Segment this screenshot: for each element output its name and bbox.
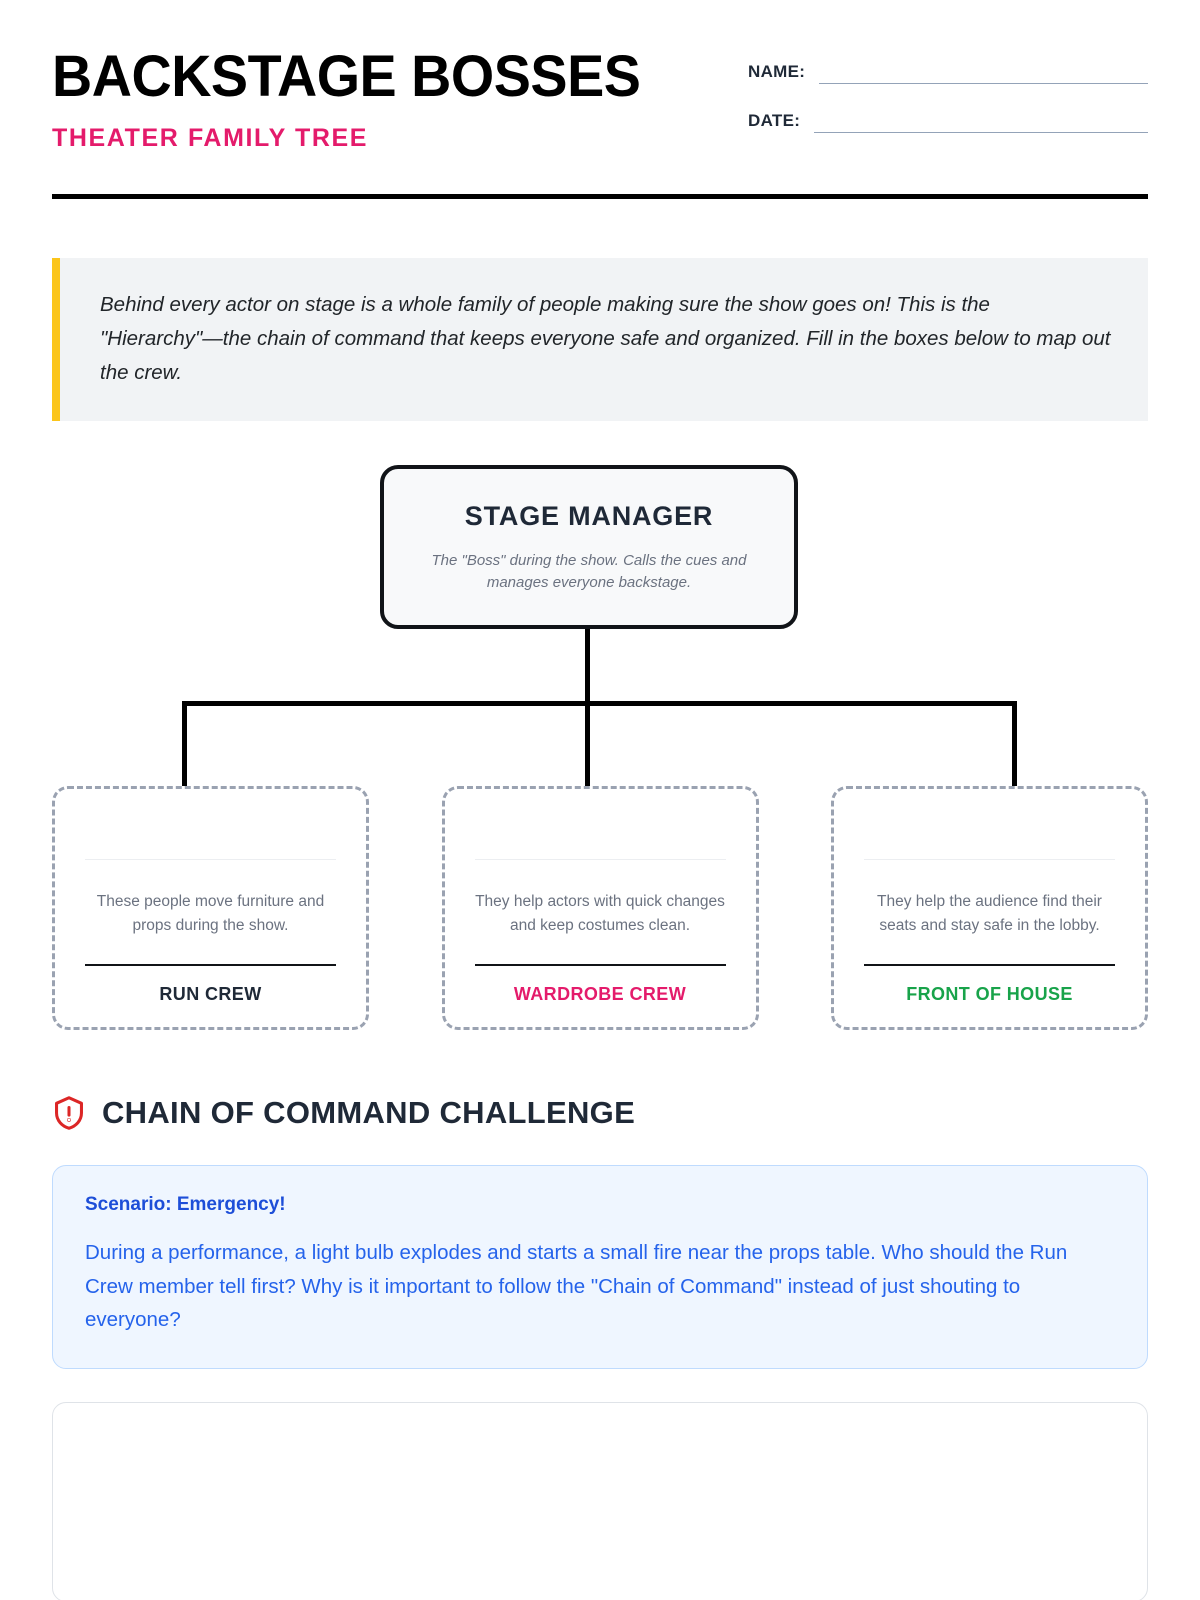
org-chart: STAGE MANAGER The "Boss" during the show… — [52, 465, 1148, 1035]
date-label: DATE: — [748, 111, 801, 130]
connector-drop-right — [1012, 701, 1017, 787]
org-node-title: STAGE MANAGER — [464, 501, 714, 532]
child-label-front-of-house: FRONT OF HOUSE — [906, 984, 1073, 1005]
child-description: They help actors with quick changes and … — [475, 893, 725, 935]
scenario-box: Scenario: Emergency! During a performanc… — [52, 1165, 1148, 1370]
child-label-wardrobe-crew: WARDROBE CREW — [513, 984, 687, 1005]
name-label: NAME: — [748, 62, 806, 81]
page-subtitle: THEATER FAMILY TREE — [52, 124, 369, 152]
answer-blank-front-of-house[interactable] — [864, 815, 1115, 859]
connector-trunk — [585, 629, 590, 703]
write-line — [474, 964, 726, 967]
connector-horizontal-bar — [182, 701, 1017, 707]
connector-drop-center — [585, 701, 590, 787]
child-description: These people move furniture and props du… — [96, 893, 325, 935]
answer-textarea[interactable] — [52, 1402, 1148, 1600]
challenge-section-header: CHAIN OF COMMAND CHALLENGE — [52, 1095, 1148, 1131]
org-node-front-of-house: They help the audience find their seats … — [831, 786, 1148, 1031]
write-line — [864, 964, 1115, 967]
org-node-wardrobe-crew: They help actors with quick changes and … — [441, 786, 759, 1031]
date-input[interactable] — [814, 113, 1148, 133]
hint-line — [85, 859, 336, 861]
child-description: They help the audience find their seats … — [877, 893, 1102, 935]
page-title: BACKSTAGE BOSSES — [52, 44, 641, 109]
answer-blank-wardrobe-crew[interactable] — [475, 815, 726, 859]
date-row: DATE: — [748, 111, 1148, 133]
worksheet-header: BACKSTAGE BOSSES THEATER FAMILY TREE NAM… — [52, 0, 1148, 160]
connector-drop-left — [182, 701, 187, 787]
org-children-row: These people move furniture and props du… — [52, 786, 1148, 1031]
header-divider — [52, 194, 1148, 199]
name-row: NAME: — [748, 62, 1148, 84]
org-node-stage-manager: STAGE MANAGER The "Boss" during the show… — [380, 465, 798, 630]
student-meta-block: NAME: DATE: — [748, 48, 1148, 160]
write-line — [85, 964, 336, 967]
scenario-label: Scenario: Emergency! — [85, 1194, 286, 1216]
child-label-run-crew: RUN CREW — [159, 984, 262, 1005]
intro-callout: Behind every actor on stage is a whole f… — [52, 258, 1148, 422]
intro-text: Behind every actor on stage is a whole f… — [100, 293, 1111, 384]
answer-blank-run-crew[interactable] — [85, 815, 336, 859]
name-input[interactable] — [819, 64, 1148, 84]
hint-line — [864, 859, 1115, 861]
title-block: BACKSTAGE BOSSES THEATER FAMILY TREE — [52, 48, 665, 153]
challenge-title: CHAIN OF COMMAND CHALLENGE — [102, 1095, 636, 1131]
scenario-text: During a performance, a light bulb explo… — [85, 1241, 1068, 1331]
org-node-description: The "Boss" during the show. Calls the cu… — [431, 552, 747, 591]
hint-line — [474, 859, 726, 861]
org-node-run-crew: These people move furniture and props du… — [52, 786, 369, 1031]
shield-alert-icon — [52, 1095, 86, 1131]
